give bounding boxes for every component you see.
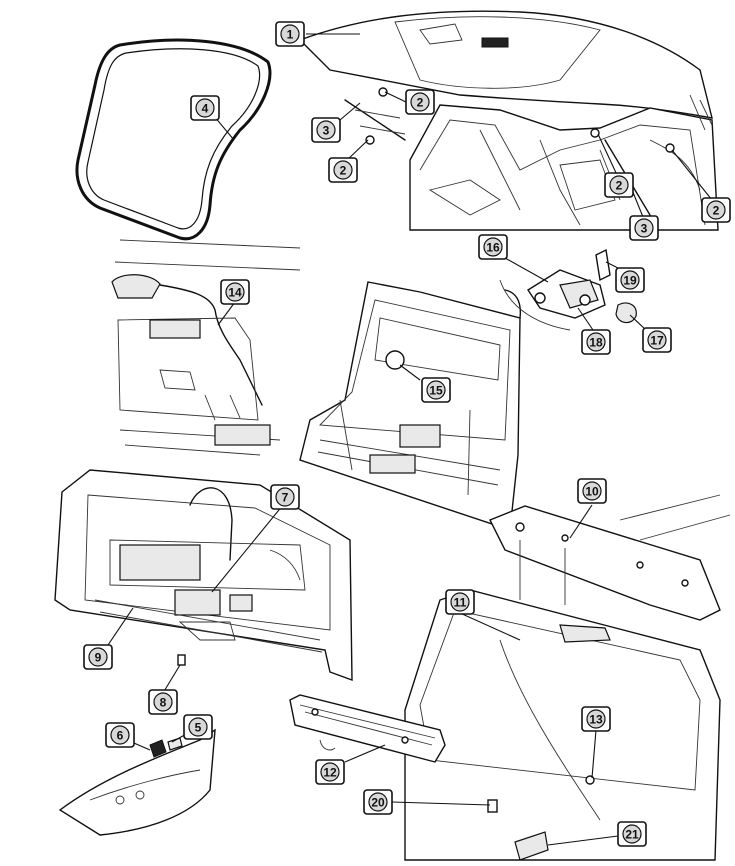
svg-text:2: 2 — [713, 204, 720, 218]
callout-11: 11 — [445, 589, 475, 615]
callout-1: 1 — [275, 21, 305, 47]
svg-text:2: 2 — [417, 96, 424, 110]
svg-text:4: 4 — [202, 102, 209, 116]
callout-20: 20 — [363, 789, 393, 815]
interior-wiring-view — [111, 239, 301, 456]
svg-text:16: 16 — [486, 241, 500, 255]
callout-17: 17 — [642, 327, 672, 353]
light-bar-view — [289, 694, 446, 763]
liftgate-latch-view — [54, 469, 353, 682]
callout-21: 21 — [617, 821, 647, 847]
callout-16: 16 — [478, 234, 508, 260]
svg-text:12: 12 — [323, 766, 337, 780]
callout-7: 7 — [270, 484, 300, 510]
callout-15: 15 — [421, 377, 451, 403]
callout-19: 19 — [615, 267, 645, 293]
callout-6: 6 — [105, 722, 135, 748]
svg-text:5: 5 — [195, 721, 202, 735]
weatherstrip-seal-view — [75, 38, 272, 241]
callout-13: 13 — [581, 706, 611, 732]
svg-text:2: 2 — [340, 164, 347, 178]
callout-2d: 2 — [701, 197, 731, 223]
callout-18: 18 — [581, 329, 611, 355]
callout-12: 12 — [315, 759, 345, 785]
svg-text:17: 17 — [650, 334, 664, 348]
svg-text:13: 13 — [589, 713, 603, 727]
spoiler-glass-view — [404, 494, 731, 861]
callout-4: 4 — [190, 95, 220, 121]
svg-text:14: 14 — [228, 286, 242, 300]
svg-text:7: 7 — [282, 491, 289, 505]
liftgate-inner-panel-view — [299, 281, 522, 531]
switch-detail-view — [58, 728, 216, 836]
svg-text:19: 19 — [623, 274, 637, 288]
svg-text:18: 18 — [589, 336, 603, 350]
svg-text:10: 10 — [585, 485, 599, 499]
svg-text:20: 20 — [371, 796, 385, 810]
svg-text:3: 3 — [323, 124, 330, 138]
callout-2b: 2 — [328, 157, 358, 183]
liftgate-assembly-view — [298, 10, 719, 231]
callout-8: 8 — [148, 689, 178, 715]
callout-10: 10 — [577, 478, 607, 504]
callout-14: 14 — [220, 279, 250, 305]
svg-text:8: 8 — [160, 696, 167, 710]
callout-2a: 2 — [405, 89, 435, 115]
svg-text:2: 2 — [616, 179, 623, 193]
svg-text:15: 15 — [429, 384, 443, 398]
svg-text:21: 21 — [625, 828, 639, 842]
svg-text:1: 1 — [287, 28, 294, 42]
callout-5: 5 — [183, 714, 213, 740]
svg-text:11: 11 — [454, 596, 467, 610]
callout-3b: 3 — [629, 215, 659, 241]
svg-text:6: 6 — [117, 729, 124, 743]
svg-text:3: 3 — [641, 222, 648, 236]
callout-2c: 2 — [604, 172, 634, 198]
svg-text:9: 9 — [95, 651, 102, 665]
callout-9: 9 — [83, 644, 113, 670]
leader-lines — [107, 33, 713, 846]
callout-3a: 3 — [311, 117, 341, 143]
